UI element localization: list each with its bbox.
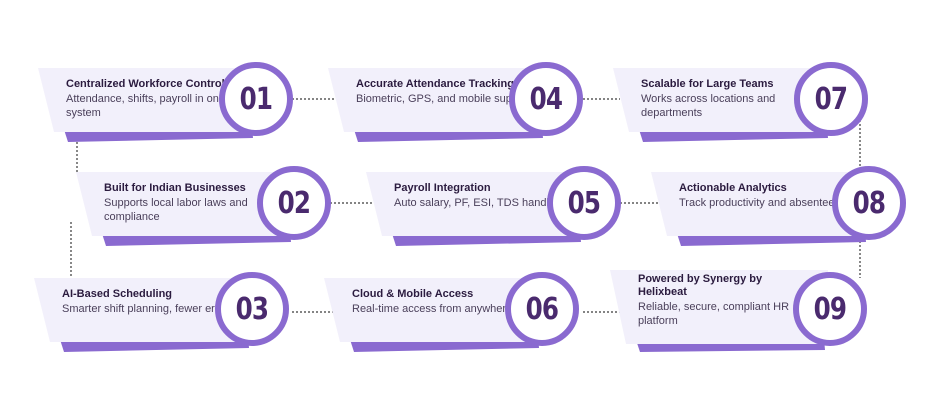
number-label: 08: [852, 185, 886, 221]
feature-card-08: Actionable Analytics Track productivity …: [651, 166, 921, 264]
card-shape: [328, 68, 546, 142]
number-label: 07: [814, 81, 848, 117]
card-shape: [34, 278, 252, 352]
number-label: 06: [525, 291, 559, 327]
card-title: Actionable Analytics: [679, 182, 787, 194]
card-title: AI-Based Scheduling: [62, 288, 173, 300]
number-badge: 05: [547, 166, 621, 240]
number-badge: 06: [505, 272, 579, 346]
card-description: Smarter shift planning, fewer errors: [62, 303, 234, 315]
card-description: Real-time access from anywhere: [352, 303, 513, 315]
number-badge: 09: [793, 272, 867, 346]
card-title: Payroll Integration: [394, 182, 491, 194]
number-label: 05: [567, 185, 601, 221]
number-badge: 04: [509, 62, 583, 136]
card-title: Scalable for Large Teams: [641, 78, 774, 90]
card-description: Auto salary, PF, ESI, TDS handling: [394, 197, 564, 209]
feature-card-05: Payroll Integration Auto salary, PF, ESI…: [366, 166, 636, 264]
card-description: Reliable, secure, compliant HR platform: [638, 301, 790, 327]
feature-card-03: AI-Based Scheduling Smarter shift planni…: [34, 272, 304, 370]
number-badge: 01: [219, 62, 293, 136]
feature-card-07: Scalable for Large Teams Works across lo…: [613, 62, 883, 160]
number-label: 09: [813, 291, 847, 327]
card-description: Biometric, GPS, and mobile support: [356, 93, 531, 105]
card-description: Supports local labor laws and compliance: [104, 197, 248, 223]
card-title: Cloud & Mobile Access: [352, 288, 474, 300]
number-badge: 02: [257, 166, 331, 240]
card-shape: [76, 172, 294, 246]
feature-card-04: Accurate Attendance Tracking Biometric, …: [328, 62, 598, 160]
feature-card-09: Powered by Synergy by Helixbeat Reliable…: [610, 270, 880, 362]
card-title: Powered by Synergy by Helixbeat: [638, 273, 763, 298]
number-label: 04: [529, 81, 563, 117]
card-title: Centralized Workforce Control: [66, 78, 225, 90]
number-label: 02: [277, 185, 311, 221]
card-description: Works across locations and departments: [641, 93, 776, 119]
card-shape: [366, 172, 584, 246]
card-title: Accurate Attendance Tracking: [356, 78, 514, 90]
number-badge: 08: [832, 166, 906, 240]
card-description: Attendance, shifts, payroll in one syste…: [66, 93, 225, 119]
feature-card-06: Cloud & Mobile Access Real-time access f…: [324, 272, 594, 370]
number-badge: 03: [215, 272, 289, 346]
card-shape: [38, 68, 256, 142]
card-title: Built for Indian Businesses: [104, 182, 246, 194]
feature-card-01: Centralized Workforce Control Attendance…: [38, 62, 308, 160]
feature-card-02: Built for Indian Businesses Supports loc…: [76, 166, 346, 264]
number-badge: 07: [794, 62, 868, 136]
number-label: 01: [239, 81, 273, 117]
card-shape: [651, 172, 869, 246]
number-label: 03: [235, 291, 269, 327]
card-description: Track productivity and absenteeism: [679, 197, 852, 209]
card-shape: [324, 278, 542, 352]
card-shape: [613, 68, 831, 142]
card-shape: [610, 270, 828, 352]
